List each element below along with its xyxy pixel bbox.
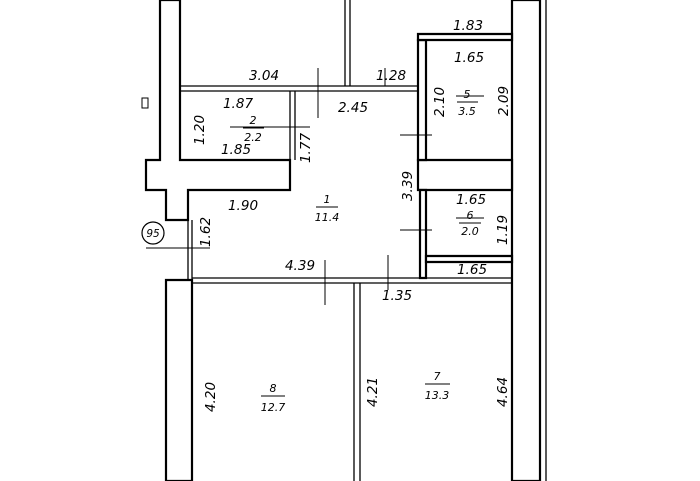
- wall-right: [510, 0, 542, 481]
- dim-corridor-top-mid: 1.28: [376, 68, 406, 84]
- wall-left-lower: [164, 278, 194, 481]
- wall-right-middle: [416, 158, 514, 192]
- wall-room5-top: [416, 32, 514, 42]
- room-1-number: 1: [324, 193, 331, 206]
- wall-room6-bottom: [424, 254, 514, 264]
- room-7-number: 7: [434, 370, 441, 383]
- wall-room5-left: [416, 38, 428, 162]
- dim-room7-left-height: 4.21: [365, 377, 381, 407]
- dim-top-right-width: 1.83: [453, 18, 483, 34]
- dim-room7-right-height: 4.64: [495, 377, 511, 407]
- room-5-number: 5: [464, 88, 471, 101]
- wall-stub-left: [141, 97, 149, 109]
- wall-room6-left: [418, 188, 428, 280]
- room-1-area: 11.4: [315, 211, 340, 224]
- wall-left-upper: [144, 0, 292, 222]
- marker-circle: [141, 221, 165, 245]
- dim-room5-left-height: 2.10: [432, 87, 448, 117]
- room-8-area: 12.7: [261, 401, 286, 414]
- room-8-number: 8: [270, 382, 277, 395]
- dim-room2-width-bottom: 1.85: [221, 142, 251, 158]
- room-6-area: 2.0: [461, 225, 479, 238]
- dim-room2-width-top: 1.87: [223, 96, 253, 112]
- dim-room7-width: 1.65: [457, 262, 487, 278]
- dim-hall-right-height: 3.39: [400, 171, 416, 201]
- room-5-area: 3.5: [458, 105, 476, 118]
- dim-room6-width: 1.65: [456, 192, 486, 208]
- dim-corridor-top-left: 3.04: [249, 68, 279, 84]
- dim-room5-right-height: 2.09: [496, 86, 512, 116]
- dim-hall-bottom-right: 1.35: [382, 288, 412, 304]
- dim-hall-bottom-width: 4.39: [285, 258, 315, 274]
- marker-label: 95: [146, 228, 160, 240]
- room-6-number: 6: [467, 209, 474, 222]
- dim-room5-width: 1.65: [454, 50, 484, 66]
- room-2-number: 2: [250, 114, 257, 127]
- dim-room8-height: 4.20: [203, 382, 219, 412]
- dim-room2-height: 1.20: [192, 115, 208, 145]
- dim-room6-height: 1.19: [495, 215, 511, 245]
- room-7-area: 13.3: [425, 389, 450, 402]
- room-2-area: 2.2: [244, 131, 262, 144]
- dim-hall-left-height: 1.77: [298, 133, 314, 163]
- dim-entry-height: 1.62: [198, 217, 214, 247]
- dim-hall-left-width: 1.90: [228, 198, 258, 214]
- dim-hall-width-top: 2.45: [338, 100, 368, 116]
